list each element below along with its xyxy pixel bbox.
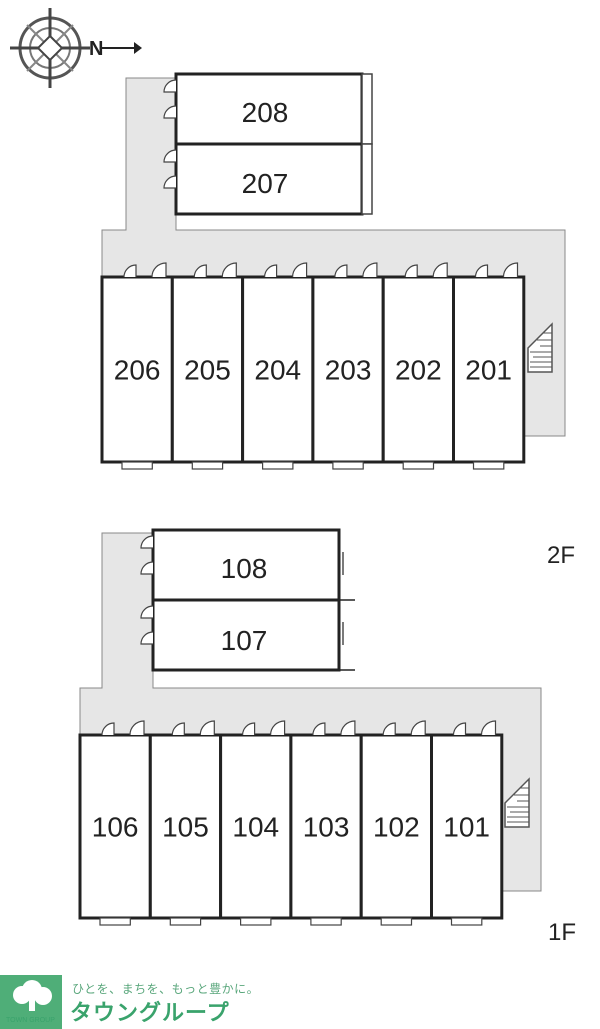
door-icon (123, 264, 137, 278)
unit-row-2f: 206 205 204 203 202 201 (100, 262, 526, 470)
stair-icon-2f (527, 322, 553, 373)
unit-label-207: 207 (242, 168, 289, 199)
balcony-icon (380, 917, 413, 926)
balcony-icon (99, 917, 131, 926)
balcony-icon (191, 461, 224, 470)
balcony-icon (169, 917, 202, 926)
unit-label-101: 101 (443, 812, 490, 843)
balcony-icon (310, 917, 342, 926)
unit-label-201: 201 (465, 355, 512, 386)
door-icon (334, 264, 348, 278)
unit-label-202: 202 (395, 355, 442, 386)
unit-label-103: 103 (303, 812, 350, 843)
door-icon (171, 722, 185, 736)
balcony-icon (450, 917, 483, 926)
logo-name: タウングループ (70, 1001, 230, 1026)
unit-108 (151, 528, 341, 602)
floor-1f: 108 107 106 105 104 103 102 101 1F (78, 528, 576, 946)
unit-label-104: 104 (232, 812, 279, 843)
logo-sub: TOWN GROUP (6, 1017, 55, 1024)
tree-logo-icon (0, 975, 62, 1029)
door-icon (480, 720, 497, 736)
door-icon (362, 262, 378, 278)
logo-tagline: ひとを、まちを、もっと豊かに。 (72, 982, 260, 996)
unit-row-1f: 106 105 104 103 102 101 (78, 720, 504, 926)
unit-label-102: 102 (373, 812, 420, 843)
unit-label-108: 108 (221, 553, 268, 584)
door-icon (242, 722, 256, 736)
balcony-icon (240, 917, 272, 926)
door-icon (432, 262, 448, 278)
balcony-icon (332, 461, 364, 470)
door-icon (193, 264, 207, 278)
unit-101 (430, 733, 504, 920)
balcony-icon (262, 461, 294, 470)
door-icon (292, 262, 308, 278)
door-icon (221, 262, 237, 278)
door-icon (340, 720, 356, 736)
compass-north-label: N (89, 38, 103, 60)
unit-label-205: 205 (184, 355, 231, 386)
unit-label-208: 208 (242, 97, 289, 128)
unit-106 (78, 733, 152, 920)
balcony-icon (472, 461, 505, 470)
door-icon (270, 720, 286, 736)
unit-label-206: 206 (114, 355, 161, 386)
door-icon (474, 264, 489, 278)
unit-label-204: 204 (254, 355, 301, 386)
door-icon (101, 722, 115, 736)
unit-label-203: 203 (325, 355, 372, 386)
unit-206 (100, 275, 174, 464)
unit-label-106: 106 (92, 812, 139, 843)
door-icon (151, 262, 167, 278)
door-icon (312, 722, 326, 736)
door-icon (264, 264, 278, 278)
unit-label-107: 107 (221, 625, 268, 656)
floor-2f: 208 207 206 205 204 203 202 201 2F (100, 72, 575, 569)
balcony-icon (402, 461, 435, 470)
door-icon (404, 264, 418, 278)
floor-label-1f: 1F (548, 919, 576, 946)
door-icon (410, 720, 426, 736)
floor-label-2f: 2F (547, 542, 575, 569)
unit-204 (241, 275, 315, 464)
unit-201 (452, 275, 526, 464)
stair-icon-1f (504, 777, 530, 828)
unit-label-105: 105 (162, 812, 209, 843)
door-icon (382, 722, 396, 736)
door-icon (129, 720, 145, 736)
balcony-icon (121, 461, 153, 470)
unit-202 (381, 275, 456, 464)
compass-icon (10, 8, 142, 88)
unit-107 (151, 598, 341, 672)
door-icon (502, 262, 519, 278)
door-icon (199, 720, 215, 736)
door-icon (452, 722, 467, 736)
